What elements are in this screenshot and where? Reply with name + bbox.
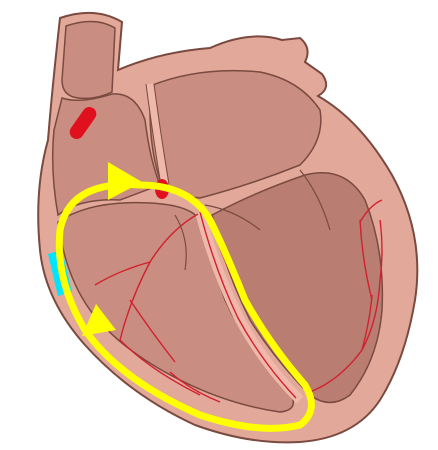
aortic-root [62,21,115,98]
